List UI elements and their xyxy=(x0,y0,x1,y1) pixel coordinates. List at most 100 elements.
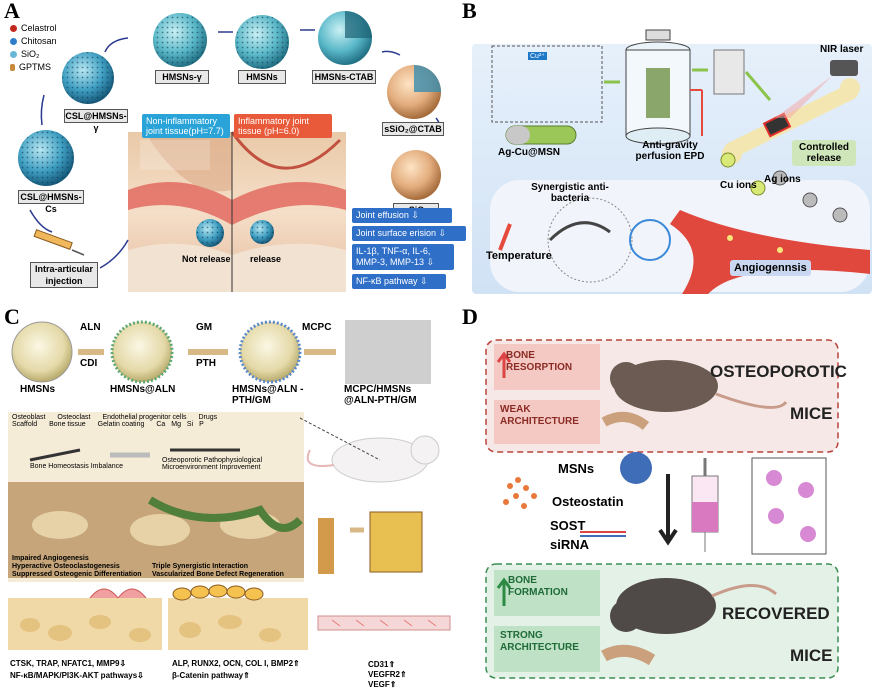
legend-osteoclast: Osteoclast xyxy=(57,414,91,421)
not-release-label: Not release xyxy=(182,254,231,264)
panel-c-label: C xyxy=(4,304,20,329)
mouse-image xyxy=(306,435,440,483)
strong-tag xyxy=(494,626,600,672)
nir-label: NIR laser xyxy=(820,44,864,55)
step-hmsns: HMSNs xyxy=(20,384,56,395)
osteostatin-label: Osteostatin xyxy=(552,494,624,509)
legend-drugs: Drugs xyxy=(198,414,218,421)
markers-mid: ALP, RUNX2, OCN, COL I, BMP2⇑ β-Catenin … xyxy=(172,658,300,682)
bone-resorption-label: BONE RESORPTION xyxy=(506,350,573,373)
syringe-d-icon xyxy=(691,458,719,552)
imbalance-label: Bone Homeostasis Imbalance xyxy=(30,463,123,470)
chitosan-dot xyxy=(10,38,17,46)
bacteria-icon xyxy=(548,221,611,242)
panel-a-legend: Celastrol Chitosan SiO₂ GPTMS xyxy=(10,22,57,74)
markers-left: CTSK, TRAP, NFATC1, MMP9⇩ NF-κB/MAPK/PI3… xyxy=(10,658,144,682)
marker-item: β-Catenin pathway⇑ xyxy=(172,671,250,680)
marker-item: VEGFR2⇑ xyxy=(368,670,407,679)
panel-a-svg xyxy=(18,11,442,292)
hmsns-particle xyxy=(235,15,289,69)
label-injection: Intra-articular injection xyxy=(30,262,98,288)
non-inflammatory-label: Non-inflammatory joint tissue(pH=7.7) xyxy=(142,114,230,138)
marker-item: CTSK, TRAP, NFATC1, MMP9⇩ xyxy=(10,659,127,668)
weak-bone xyxy=(601,411,650,431)
cell-inset xyxy=(751,457,827,555)
legend-gelatin: Gelatin coating xyxy=(97,421,145,428)
hmsns-ctab-particle xyxy=(318,11,372,65)
recovered-label: RECOVERED xyxy=(722,604,830,623)
osteostatin-dots xyxy=(503,477,537,509)
bone-block-image xyxy=(369,511,423,573)
issue-item: Suppressed Osteogenic Differentiation xyxy=(12,571,142,578)
panel-d-label: D xyxy=(462,304,478,329)
bone-formation-label: BONE FORMATION xyxy=(508,575,568,598)
epd-apparatus xyxy=(625,29,703,145)
hmsns-aln-sphere xyxy=(110,320,174,384)
osteoporotic-label: OSTEOPOROTIC xyxy=(710,362,847,381)
ssio2-particle xyxy=(391,150,441,200)
label-ssio2-ctab: sSiO₂@CTAB xyxy=(382,122,444,136)
gptms-dot xyxy=(10,64,15,72)
mcpc-scaffold xyxy=(345,320,431,384)
left-issues: Impaired Angiogenesis Hyperactive Osteoc… xyxy=(12,555,142,579)
inflammatory-label: Inflammatory joint tissue (pH=6.0) xyxy=(234,114,332,138)
cu-tag: Cu²⁺ xyxy=(528,52,547,60)
marker-item: ALP, RUNX2, OCN, COL I, BMP2⇑ xyxy=(172,659,300,668)
mice-label-1: MICE xyxy=(790,404,833,423)
label-hmsns-gamma: HMSNs-γ xyxy=(155,70,209,84)
label-hmsns-ctab: HMSNs-CTAB xyxy=(312,70,376,84)
improvement-label: Osteoporotic Pathophysiological Microenv… xyxy=(162,457,263,471)
temperature-icon xyxy=(498,223,512,251)
sirna-label: siRNA xyxy=(550,537,590,552)
effect-item: Joint surface erision ⇩ xyxy=(352,226,466,241)
marker-item: VEGF⇑ xyxy=(368,680,397,689)
effect-item: NF-κB pathway ⇩ xyxy=(352,274,446,289)
strong-architecture-label: STRONG ARCHITECTURE xyxy=(500,630,579,653)
result-item: Triple Synergistic Interaction xyxy=(152,563,249,570)
legend-gptms: GPTMS xyxy=(19,62,52,72)
panel-b-svg xyxy=(472,29,872,294)
arrow-cdi: CDI xyxy=(80,358,98,369)
step-mcpc: MCPC/HMSNs @ALN-PTH/GM xyxy=(344,384,417,406)
cu-ion xyxy=(720,152,736,168)
step-hmsns-aln: HMSNs@ALN xyxy=(110,384,176,395)
label-csl-hmsns-gamma: CSL@HMSNs-γ xyxy=(64,109,128,133)
ag-ions-label: Ag ions xyxy=(764,174,801,185)
laser-icon xyxy=(830,60,858,76)
panel-b-label: B xyxy=(462,0,477,23)
synergistic-label: Synergistic anti-bacteria xyxy=(531,182,609,204)
implant-image xyxy=(318,518,334,574)
panel-c-legend: Osteoblast Osteoclast Endothelial progen… xyxy=(12,414,302,428)
knee-particle-right xyxy=(250,220,274,244)
blood-vessel xyxy=(670,210,870,294)
mouse-recovered xyxy=(610,578,778,634)
syringe-icon xyxy=(33,229,85,256)
csl-hmsns-cs-particle xyxy=(18,130,74,186)
hmsns-aln-pth-sphere xyxy=(238,320,302,384)
controlled-release-label: Controlled release xyxy=(792,140,856,166)
arrow-mcpc: MCPC xyxy=(302,322,332,333)
legend-si: Si xyxy=(186,421,194,428)
arrow-aln: ALN xyxy=(80,322,101,333)
weak-tag xyxy=(494,400,600,444)
panel-c-svg xyxy=(8,320,451,650)
legend-scaffold: Scaffold xyxy=(12,421,38,428)
msns-label: MSNs xyxy=(558,461,595,476)
cu-ions-label: Cu ions xyxy=(720,180,757,191)
sost-label: SOST xyxy=(550,518,586,533)
hmsns-sphere xyxy=(11,321,73,383)
msn-sphere xyxy=(620,452,652,484)
scaffold-image xyxy=(713,49,745,95)
legend-ca: Ca xyxy=(156,421,166,428)
up-arrow-green-icon xyxy=(496,577,512,606)
strong-bone xyxy=(601,644,656,666)
marker-item: NF-κB/MAPK/PI3K-AKT pathways⇩ xyxy=(10,671,144,680)
mice-label-2: MICE xyxy=(790,646,833,665)
panel-a-label: A xyxy=(4,0,20,23)
bone-image xyxy=(722,78,860,164)
down-arrow-icon xyxy=(658,474,678,546)
legend-sio2: SiO₂ xyxy=(21,49,40,59)
result-item: Vascularized Bone Defect Regeneration xyxy=(152,571,284,578)
effect-item: IL-1β, TNF-α, IL-6, MMP-3, MMP-13 ⇩ xyxy=(352,244,454,270)
panel-a-arrows xyxy=(29,29,442,269)
